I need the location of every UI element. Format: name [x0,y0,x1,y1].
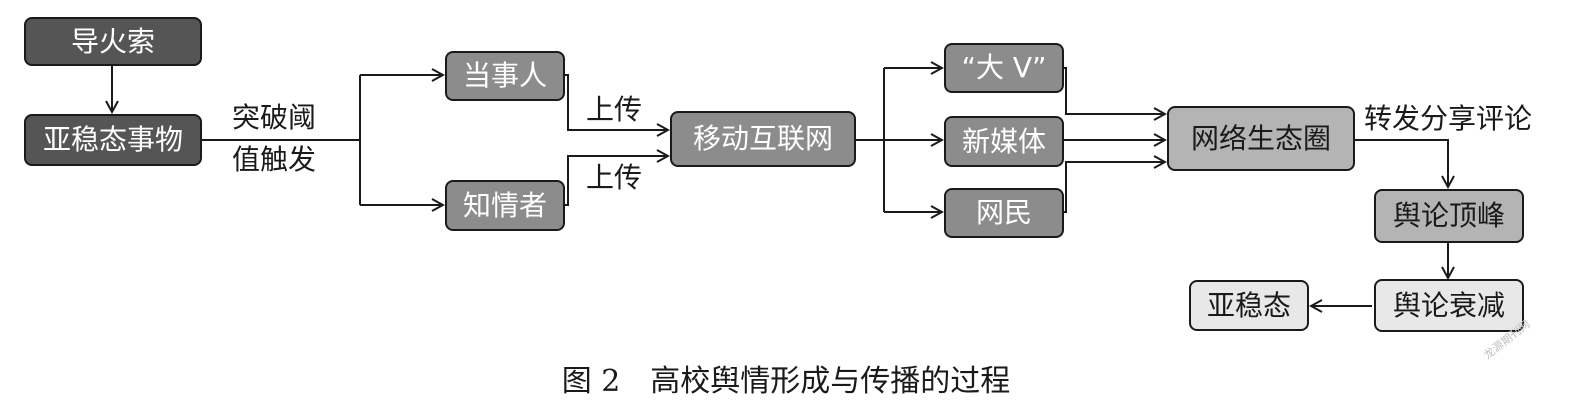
node-big-v: “大 V” [944,43,1064,93]
node-mobile-internet: 移动互联网 [670,111,856,167]
node-opinion-decline: 舆论衰减 [1374,279,1524,332]
edge-label-upload-bottom: 上传 [586,161,643,194]
edge-label-threshold-line1: 突破阈 [232,101,317,134]
arrow-netizens-to-ecosystem [1064,162,1165,213]
edge-label-upload-top: 上传 [586,93,643,126]
node-metastable: 亚稳态 [1189,280,1309,331]
arrow-big-v-to-ecosystem [1064,67,1165,114]
arrow-ecosystem-to-peak [1355,139,1448,187]
edge-label-threshold-line2: 值触发 [232,143,317,176]
node-insider: 知情者 [445,180,565,231]
figure-caption: 图 2 高校舆情形成与传播的过程 [561,364,1011,399]
node-trigger: 导火索 [24,17,202,66]
arrow-party-to-internet [565,74,668,130]
node-netizens: 网民 [944,188,1064,238]
node-new-media: 新媒体 [944,116,1064,167]
node-network-ecosystem: 网络生态圈 [1167,106,1355,171]
node-opinion-peak: 舆论顶峰 [1374,189,1524,243]
node-metastable-item: 亚稳态事物 [24,114,202,166]
node-party: 当事人 [445,51,565,101]
edge-label-share: 转发分享评论 [1364,102,1533,135]
arrow-insider-to-internet [565,156,668,206]
